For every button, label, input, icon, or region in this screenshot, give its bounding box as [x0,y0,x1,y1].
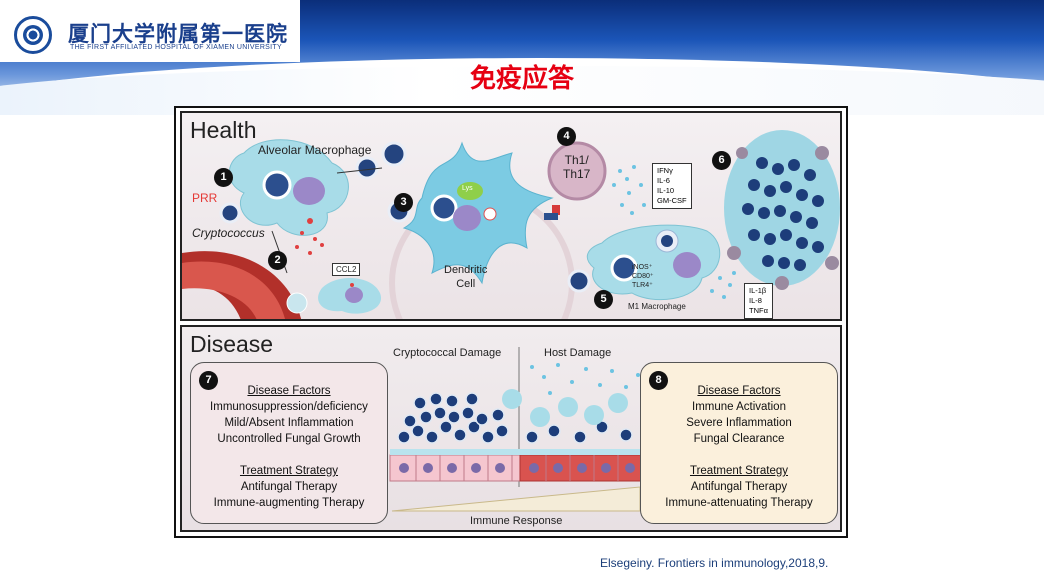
cryptococcal-damage-label: Cryptococcal Damage [393,347,502,359]
m1-macrophage-label: M1 Macrophage [628,302,686,311]
m1-marker: TLR4⁺ [632,282,653,289]
immune-response-label: Immune Response [470,515,563,527]
citation: Elsegeiny. Frontiers in immunology,2018,… [600,556,829,570]
dendritic-cell-label: Dendritic Cell [444,264,488,290]
immune-response-figure: Health Alveolar Macrophage PRR Cryptococ… [174,106,848,538]
lys-label: Lys [462,185,473,192]
step-7-marker: 7 [199,371,218,390]
disease-factor: Uncontrolled Fungal Growth [217,433,361,445]
m1-markers: iNOS⁺ CD80⁺ TLR4⁺ [632,263,654,290]
disease-factors-title: Disease Factors [247,385,331,397]
treatment-item: Immune-attenuating Therapy [665,497,813,509]
cytokine-box-1: IFNγ IL-6 IL-10 GM-CSF [652,163,692,209]
hospital-name-cn: 厦门大学附属第一医院 [68,21,288,46]
prr-label: PRR [192,191,218,205]
treatment-item: Immune-augmenting Therapy [213,497,365,509]
step-1-marker: 1 [214,168,233,187]
disease-illustration [389,347,643,512]
alveolar-macrophage-label: Alveolar Macrophage [258,143,372,157]
cytokine-item: IL-8 [749,296,762,305]
cryptococcus-label: Cryptococcus [192,226,265,240]
disease-factors-title: Disease Factors [697,385,781,397]
step-8-marker: 8 [649,371,668,390]
cytokine-item: IL-6 [657,176,670,185]
disease-factor: Mild/Absent Inflammation [224,417,354,429]
header-band [0,0,1044,115]
step-4-marker: 4 [557,127,576,146]
step-6-marker: 6 [712,151,731,170]
th-cell-label: Th1/ Th17 [563,153,591,181]
m1-marker: CD80⁺ [632,273,654,280]
health-panel: Health Alveolar Macrophage PRR Cryptococ… [180,111,842,321]
treatment-strategy-title: Treatment Strategy [239,465,338,477]
cytokine-item: IL-1β [749,286,767,295]
ccl2-label: CCL2 [332,263,361,276]
step-3-marker: 3 [394,193,413,212]
hospital-name-en: THE FIRST AFFILIATED HOSPITAL OF XIAMEN … [70,44,282,51]
left-disease-card: 7 Disease Factors Immunosuppression/defi… [190,362,388,524]
disease-factor: Immunosuppression/deficiency [210,401,368,413]
cytokine-item: IL-10 [657,186,675,195]
treatment-item: Antifungal Therapy [240,481,338,493]
health-illustration [182,130,840,319]
cytokine-item: GM-CSF [657,196,687,205]
cytokine-box-2: IL-1β IL-8 TNFα [744,283,773,319]
slide-title: 免疫应答 [469,64,574,94]
cytokine-item: IFNγ [657,166,673,175]
step-5-marker: 5 [594,290,613,309]
hospital-seal-icon [14,16,52,54]
step-2-marker: 2 [268,251,287,270]
right-disease-card: 8 Disease Factors Immune Activation Seve… [640,362,838,524]
treatment-strategy-title: Treatment Strategy [689,465,788,477]
disease-panel: Disease Cryptococcal Damage Host Damage … [180,325,842,532]
cytokine-item: TNFα [749,306,768,315]
treatment-item: Antifungal Therapy [690,481,788,493]
disease-label: Disease [190,331,274,357]
disease-factor: Severe Inflammation [686,417,792,429]
disease-factor: Fungal Clearance [693,433,785,445]
m1-marker: iNOS⁺ [632,264,653,271]
disease-factor: Immune Activation [692,401,786,413]
health-label: Health [190,117,257,143]
host-damage-label: Host Damage [544,347,612,359]
hospital-logo: 厦门大学附属第一医院 THE FIRST AFFILIATED HOSPITAL… [0,0,300,62]
